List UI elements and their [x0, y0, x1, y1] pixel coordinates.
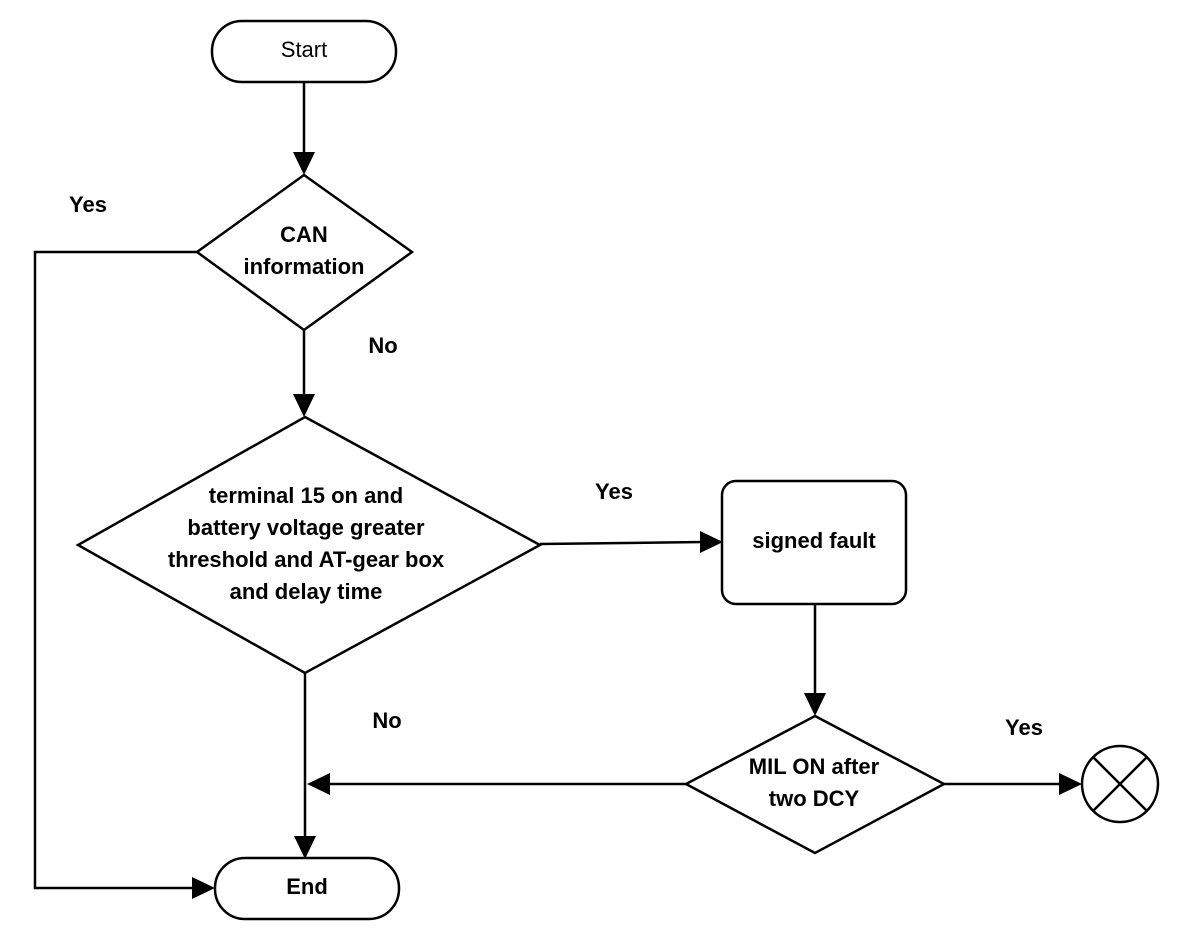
- edge-label-terminal-yes: Yes: [595, 479, 633, 504]
- edge-label-terminal-no: No: [372, 708, 401, 733]
- node-end-label: End: [286, 874, 328, 899]
- node-can-label: CAN information: [244, 222, 365, 279]
- node-end: End: [213, 856, 401, 921]
- arrowhead-fault: [700, 531, 723, 553]
- terminator-cross-icon: [1080, 744, 1160, 824]
- node-mil-decision: MIL ON after two DCY: [683, 714, 947, 855]
- node-label-line: battery voltage greater: [187, 515, 425, 540]
- node-label-line: MIL ON after: [749, 754, 880, 779]
- edge-label-can-yes: Yes: [69, 192, 107, 217]
- node-label-line: signed fault: [752, 528, 876, 553]
- node-label-line: information: [244, 254, 365, 279]
- arrowhead-mil: [804, 693, 826, 716]
- node-label-line: threshold and AT-gear box: [168, 547, 445, 572]
- node-label-line: End: [286, 874, 328, 899]
- edges: [33, 82, 1082, 899]
- node-start: Start: [210, 19, 398, 84]
- node-label-line: terminal 15 on and: [209, 483, 403, 508]
- node-mil-label: MIL ON after two DCY: [749, 754, 880, 811]
- node-terminal-decision: terminal 15 on and battery voltage greate…: [75, 415, 543, 675]
- arrowhead-terminal: [293, 394, 315, 417]
- arrowhead-can: [293, 152, 315, 175]
- edge-label-mil-yes: Yes: [1005, 715, 1043, 740]
- edge-terminal-to-fault: [539, 540, 704, 546]
- node-label-line: two DCY: [769, 786, 860, 811]
- node-start-label: Start: [281, 37, 327, 62]
- node-terminal-label: terminal 15 on and battery voltage greate…: [168, 483, 445, 604]
- node-label-line: Start: [281, 37, 327, 62]
- node-signed-fault: signed fault: [720, 479, 908, 606]
- arrowhead-merge: [307, 773, 330, 795]
- arrowhead-end-top: [294, 836, 316, 859]
- edge-can-to-end-yes: [33, 250, 199, 890]
- node-can-decision: CAN information: [194, 173, 415, 332]
- node-label-line: and delay time: [230, 579, 383, 604]
- node-fault-label: signed fault: [752, 528, 876, 553]
- arrowhead-terminator: [1059, 773, 1082, 795]
- edge-label-can-no: No: [368, 333, 397, 358]
- node-label-line: CAN: [280, 222, 328, 247]
- arrowhead-end-left: [192, 877, 215, 899]
